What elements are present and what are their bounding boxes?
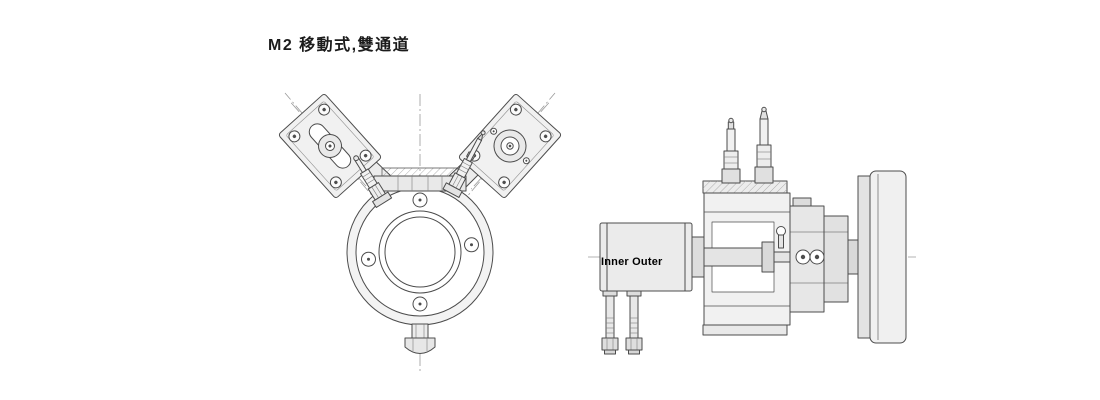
drawing-title: M2 移動式,雙通道 — [268, 37, 411, 54]
grease-fitting-right — [442, 130, 486, 198]
bolt-hole — [361, 251, 376, 267]
mounting-plate-right — [458, 94, 562, 198]
port-hole — [795, 249, 811, 265]
shaft-housing — [599, 222, 693, 292]
top-fitting-left — [721, 117, 741, 184]
bolt-hole — [464, 237, 479, 253]
bolt-holes — [361, 192, 479, 312]
center-boss — [490, 127, 530, 165]
inner-outer-label: Inner Outer — [601, 256, 663, 268]
bolt-hole — [412, 296, 428, 312]
slot-knob — [318, 134, 342, 158]
spacer — [691, 236, 705, 278]
top-fitting-right — [754, 106, 774, 184]
inner-shaft — [703, 247, 763, 267]
front-view — [278, 92, 562, 372]
corner-screws — [288, 103, 372, 189]
side-view — [588, 106, 916, 355]
port-block — [789, 197, 849, 313]
mounting-plate-left — [278, 94, 382, 198]
small-valve — [776, 226, 786, 236]
bottom-fitting — [404, 323, 436, 354]
flange-rings — [346, 178, 494, 326]
mounting-bolt — [601, 290, 619, 355]
main-body — [702, 180, 791, 336]
mounting-bolt — [625, 290, 643, 355]
grease-fitting-left — [353, 155, 393, 208]
port-hole — [809, 249, 825, 265]
end-flange-disc — [857, 170, 907, 344]
bolt-hole — [412, 192, 428, 208]
